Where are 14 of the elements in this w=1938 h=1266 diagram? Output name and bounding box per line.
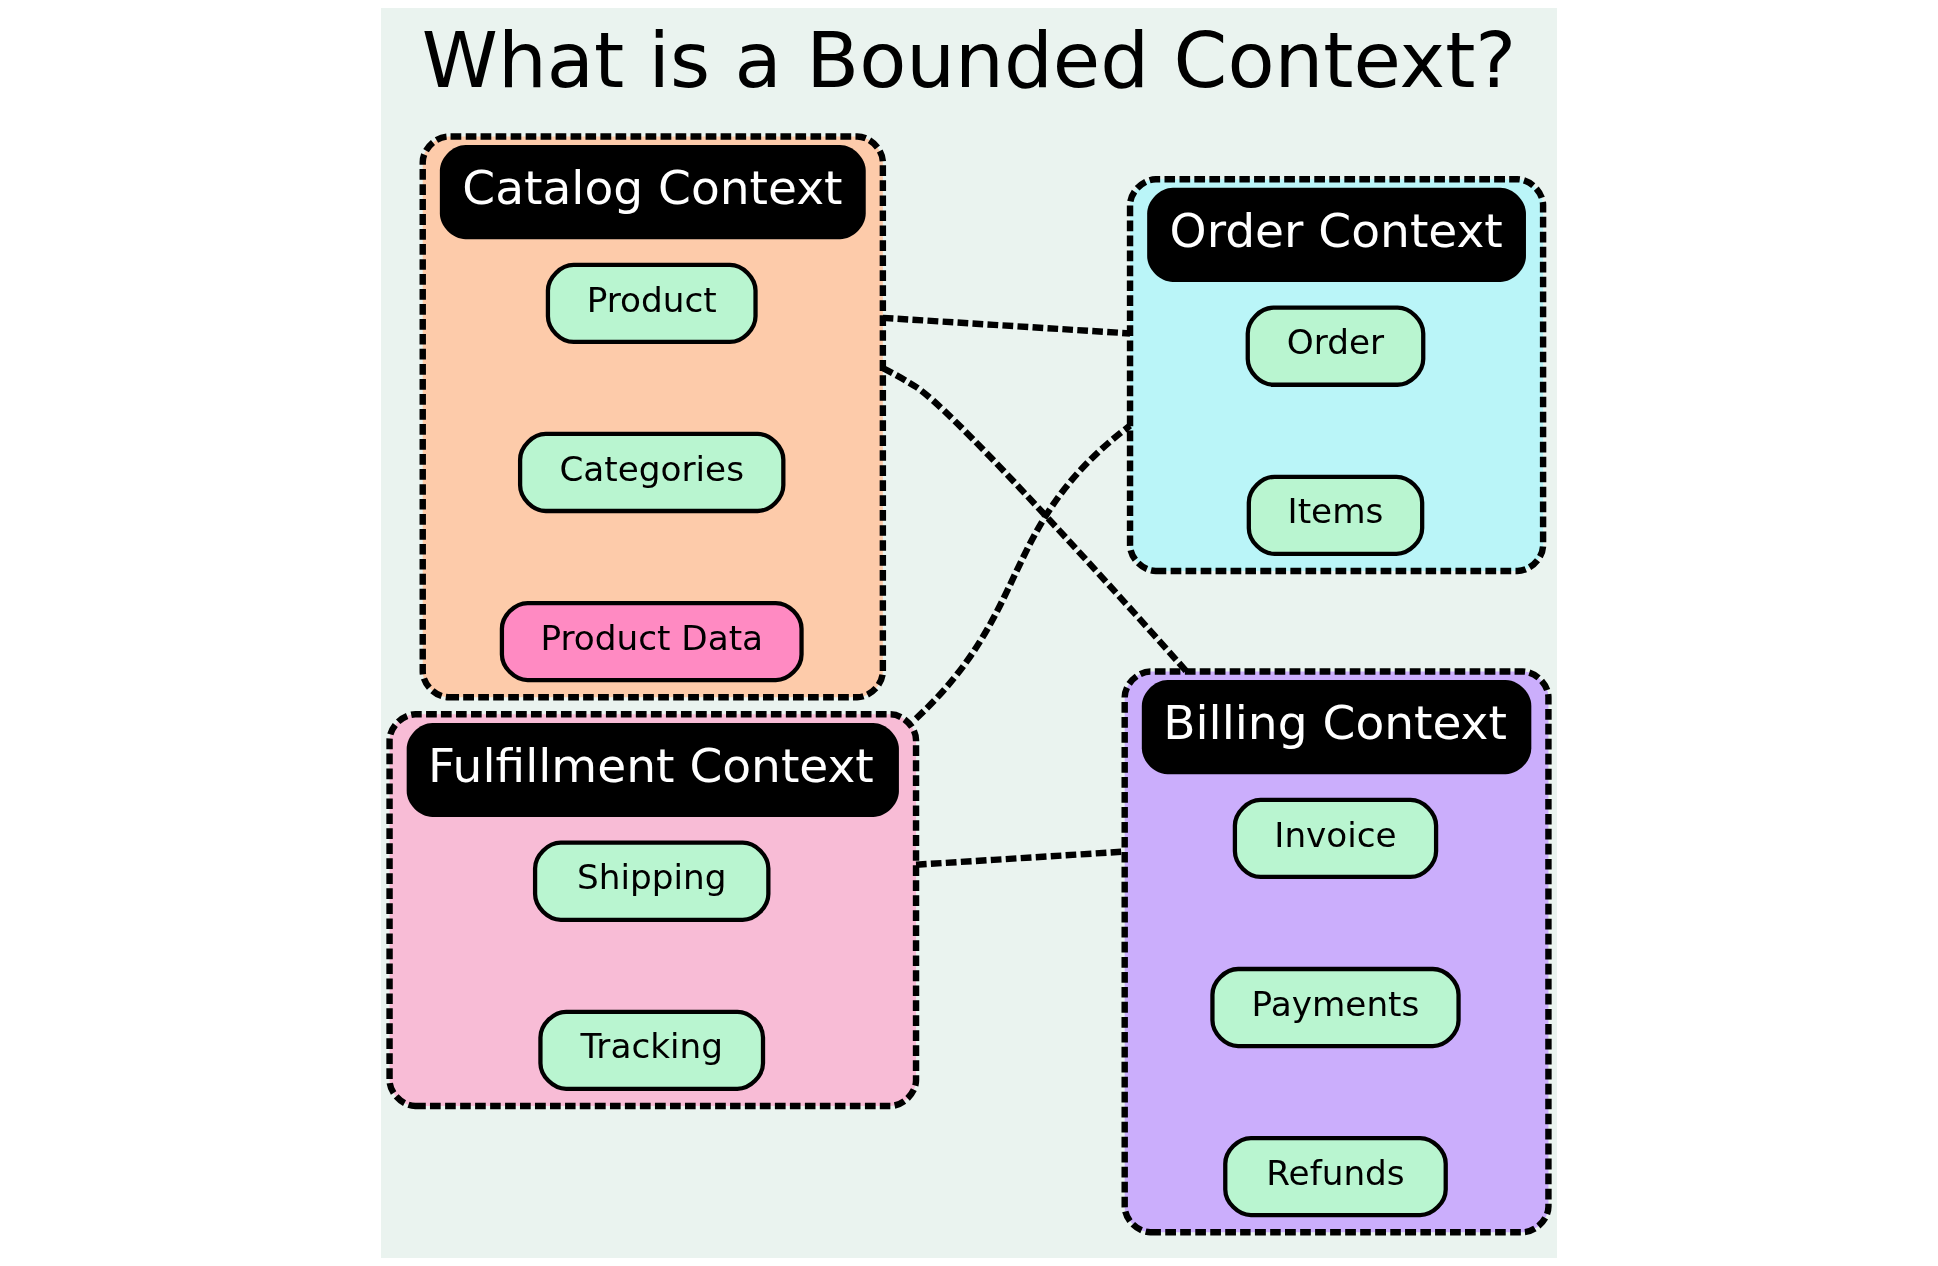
node-box: Product (545, 262, 758, 345)
node-box: Product Data (499, 600, 804, 683)
node-box: Tracking (538, 1009, 766, 1091)
node-box: Categories (517, 431, 786, 514)
node-box: Refunds (1223, 1135, 1448, 1218)
node-box: Payments (1210, 966, 1461, 1049)
node-box: Shipping (532, 840, 771, 922)
node-box: Items (1246, 474, 1425, 556)
diagram-title: What is a Bounded Context? (421, 14, 1517, 105)
connector (882, 314, 1131, 337)
connector (913, 423, 1132, 721)
connector (881, 365, 1189, 674)
node-box: Order (1245, 305, 1426, 387)
node-box: Invoice (1232, 797, 1439, 880)
